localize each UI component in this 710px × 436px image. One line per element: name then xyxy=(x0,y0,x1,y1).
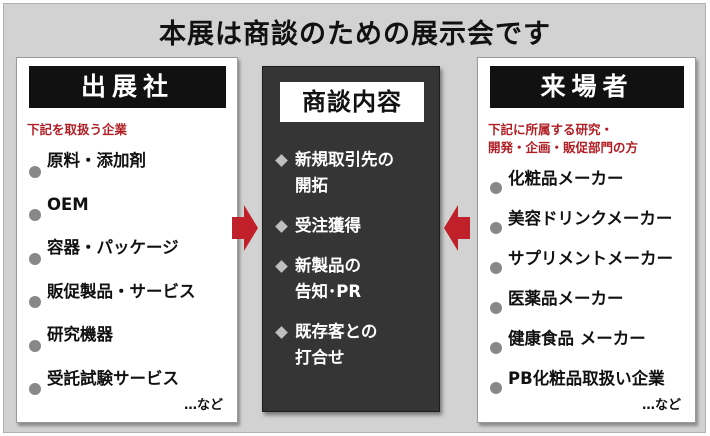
bullet-icon xyxy=(29,383,41,396)
negotiation-item-line1: 新製品の xyxy=(295,256,361,275)
visitor-item-label: PB化粧品取扱い企業 xyxy=(508,369,665,388)
exhibitor-item-label: 販促製品・サービス xyxy=(47,281,196,301)
visitor-subheading-line2: 開発・企画・販促部門の方 xyxy=(488,140,639,155)
diamond-bullet-icon xyxy=(275,154,288,167)
diamond-bullet-icon xyxy=(275,326,288,339)
arrow-right-icon xyxy=(232,205,258,251)
negotiation-list: 新規取引先の 開拓 受注獲得 新製品の 告知･PR 既存客との 打合せ xyxy=(275,147,394,385)
exhibitor-item: 容器・パッケージ xyxy=(29,237,196,281)
visitor-item-label: 医薬品メーカー xyxy=(508,289,624,308)
exhibitor-item-label: 容器・パッケージ xyxy=(47,238,179,257)
visitor-panel: 来場者 下記に所属する研究・ 開発・企画・販促部門の方 化粧品メーカー 美容ドリ… xyxy=(477,57,696,423)
diamond-bullet-icon xyxy=(275,260,288,273)
bullet-icon xyxy=(29,209,41,222)
negotiation-item-line1: 受注獲得 xyxy=(295,216,361,235)
visitor-item-label: 健康食品 メーカー xyxy=(508,329,646,348)
visitor-item: 健康食品 メーカー xyxy=(490,328,673,368)
exhibitor-item: 販促製品・サービス xyxy=(29,281,196,325)
visitor-item: サプリメントメーカー xyxy=(490,248,673,288)
exhibitor-item: 原料・添加剤 xyxy=(29,150,196,194)
negotiation-item-line2: 開拓 xyxy=(295,176,328,195)
visitor-item-label: サプリメントメーカー xyxy=(508,249,673,268)
negotiation-item-line2: 告知･PR xyxy=(295,282,362,301)
negotiation-item-line2: 打合せ xyxy=(295,348,345,367)
bullet-icon xyxy=(29,339,41,352)
exhibitor-panel: 出展社 下記を取扱う企業 原料・添加剤 OEM 容器・パッケージ 販促製品・サー… xyxy=(16,57,238,423)
visitor-item-label: 化粧品メーカー xyxy=(508,169,624,188)
visitor-heading: 来場者 xyxy=(490,66,684,108)
arrow-left-icon xyxy=(444,205,470,251)
bullet-icon xyxy=(490,222,502,234)
negotiation-item: 新規取引先の 開拓 xyxy=(275,147,394,199)
exhibitor-etc: …など xyxy=(183,398,223,413)
exhibitor-item-label: OEM xyxy=(47,194,89,214)
exhibitor-heading: 出展社 xyxy=(29,66,226,108)
visitor-subheading: 下記に所属する研究・ 開発・企画・販促部門の方 xyxy=(488,121,638,157)
bullet-icon xyxy=(490,302,502,314)
bullet-icon xyxy=(490,342,502,354)
negotiation-item: 受注獲得 xyxy=(275,213,394,239)
exhibitor-list: 原料・添加剤 OEM 容器・パッケージ 販促製品・サービス 研究機器 受託試験サ… xyxy=(29,150,196,411)
exhibitor-item-label: 研究機器 xyxy=(47,325,113,344)
negotiation-item: 既存客との 打合せ xyxy=(275,319,394,371)
exhibitor-item: 研究機器 xyxy=(29,324,196,368)
visitor-item: 医薬品メーカー xyxy=(490,288,673,328)
exhibitor-item: OEM xyxy=(29,194,196,238)
visitor-etc: …など xyxy=(641,398,681,413)
main-title: 本展は商談のための展示会です xyxy=(159,19,551,50)
negotiation-item: 新製品の 告知･PR xyxy=(275,253,394,305)
bullet-icon xyxy=(29,252,41,265)
visitor-item: PB化粧品取扱い企業 xyxy=(490,368,673,408)
bullet-icon xyxy=(29,296,41,309)
visitor-item: 化粧品メーカー xyxy=(490,168,673,208)
negotiation-item-line1: 既存客との xyxy=(295,322,378,341)
exhibitor-subheading: 下記を取扱う企業 xyxy=(27,122,128,137)
bullet-icon xyxy=(29,165,41,178)
visitor-list: 化粧品メーカー 美容ドリンクメーカー サプリメントメーカー 医薬品メーカー 健康… xyxy=(490,168,673,408)
negotiation-heading: 商談内容 xyxy=(280,82,424,122)
visitor-item-label: 美容ドリンクメーカー xyxy=(508,209,673,228)
exhibitor-item-label: 原料・添加剤 xyxy=(47,151,146,170)
bullet-icon xyxy=(490,182,502,194)
bullet-icon xyxy=(490,382,502,394)
visitor-item: 美容ドリンクメーカー xyxy=(490,208,673,248)
negotiation-item-line1: 新規取引先の xyxy=(295,150,394,169)
exhibitor-item: 受託試験サービス xyxy=(29,368,196,412)
visitor-subheading-line1: 下記に所属する研究・ xyxy=(488,122,614,137)
exhibitor-item-label: 受託試験サービス xyxy=(47,368,179,388)
diamond-bullet-icon xyxy=(275,220,288,233)
bullet-icon xyxy=(490,262,502,274)
negotiation-panel: 商談内容 新規取引先の 開拓 受注獲得 新製品の 告知･PR 既存客との 打合せ xyxy=(262,66,440,412)
